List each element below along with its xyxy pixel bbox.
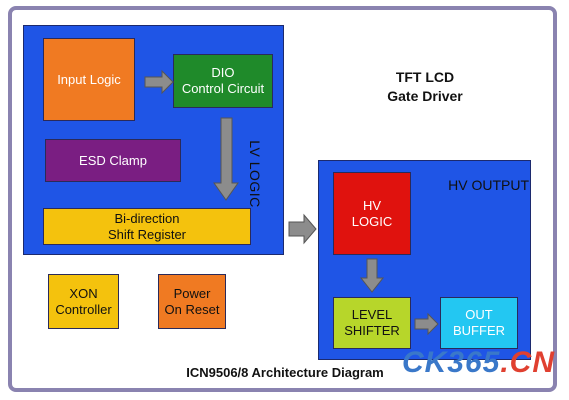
- shift-register-block: Bi-direction Shift Register: [43, 208, 251, 245]
- diagram-caption: ICN9506/8 Architecture Diagram: [186, 365, 384, 380]
- hv-output-label: HV OUTPUT: [448, 177, 529, 193]
- arrow-input-to-dio: [144, 69, 174, 95]
- arrow-dio-to-shiftreg: [213, 117, 239, 201]
- esd-clamp-block: ESD Clamp: [45, 139, 181, 182]
- level-shifter-block: LEVEL SHIFTER: [333, 297, 411, 349]
- watermark-part2: .CN: [500, 346, 555, 379]
- input-logic-block: Input Logic: [43, 38, 135, 121]
- xon-controller-block: XON Controller: [48, 274, 119, 329]
- arrow-lv-to-hv: [288, 213, 317, 245]
- arrow-hvlogic-to-levelshifter: [359, 258, 385, 293]
- out-buffer-block: OUT BUFFER: [440, 297, 518, 349]
- arrow-levelshifter-to-outbuffer: [414, 312, 439, 336]
- hv-logic-block: HV LOGIC: [333, 172, 411, 255]
- watermark-part1: CK365: [401, 346, 501, 379]
- dio-control-circuit-block: DIO Control Circuit: [173, 54, 273, 108]
- watermark-logo: CK365.CN: [402, 346, 555, 380]
- diagram-title: TFT LCD Gate Driver: [387, 69, 463, 104]
- power-on-reset-block: Power On Reset: [158, 274, 226, 329]
